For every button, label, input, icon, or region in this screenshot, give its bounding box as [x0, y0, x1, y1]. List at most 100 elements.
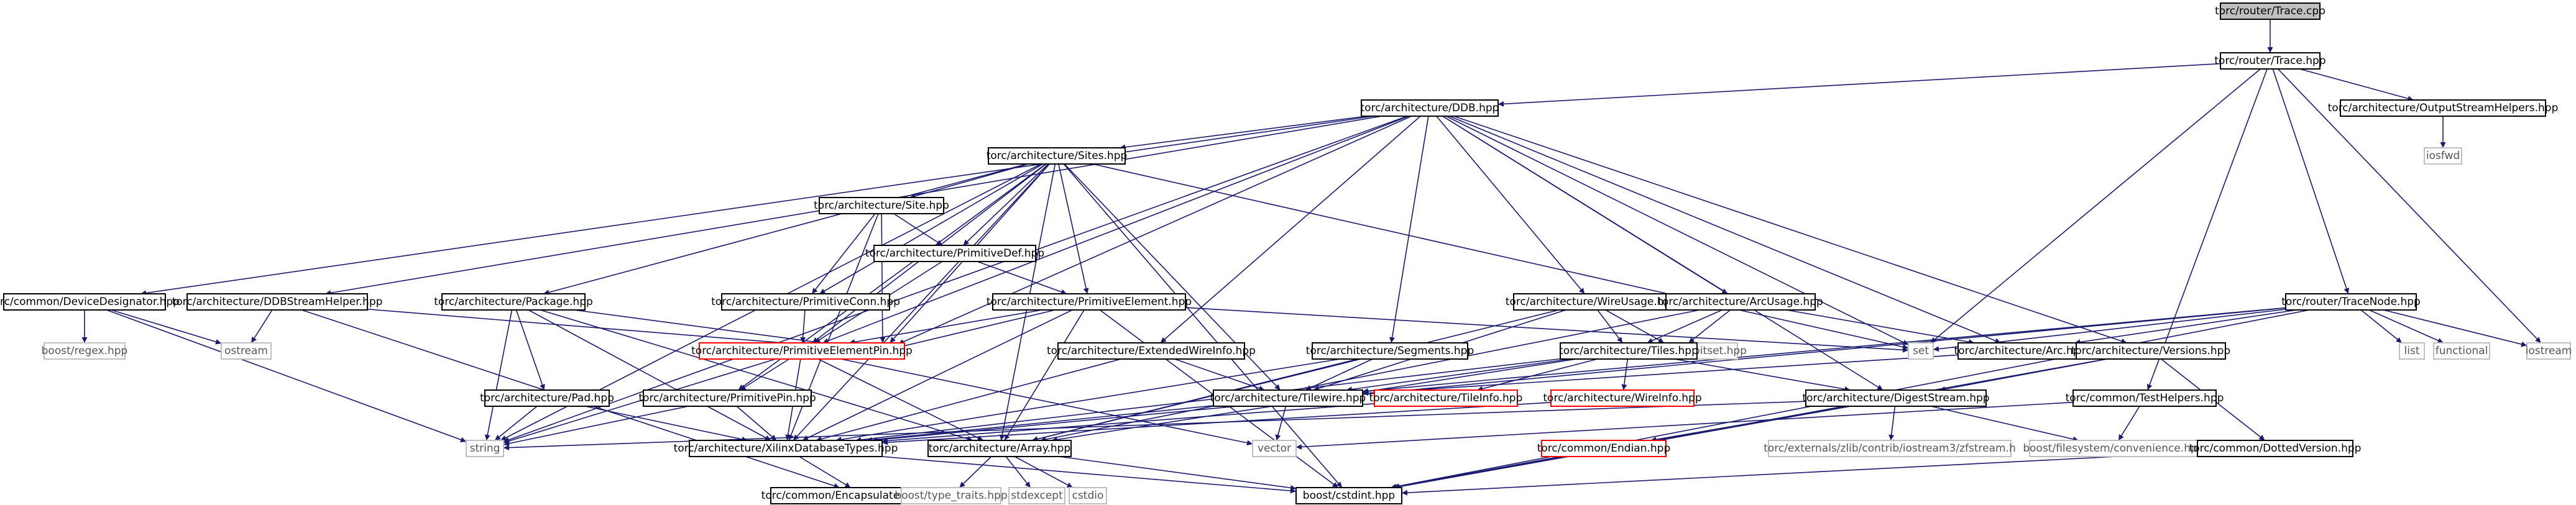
node-box[interactable] — [3, 293, 166, 311]
node-ostream[interactable]: ostream — [221, 342, 272, 360]
node-box[interactable] — [1908, 342, 1934, 360]
node-boost-fs[interactable]: boost/filesystem/convenience.hpp — [2023, 440, 2204, 457]
node-trace-cpp[interactable]: torc/router/Trace.cpp — [2215, 2, 2325, 20]
node-box[interactable] — [466, 440, 504, 457]
node-functional[interactable]: functional — [2433, 342, 2490, 360]
node-box[interactable] — [1252, 440, 1297, 457]
node-box[interactable] — [992, 293, 1186, 311]
node-box[interactable] — [927, 440, 1072, 457]
node-primitive-conn[interactable]: torc/architecture/PrimitiveConn.hpp — [711, 293, 900, 311]
node-box[interactable] — [484, 389, 610, 407]
node-pad[interactable]: torc/architecture/Pad.hpp — [480, 389, 614, 407]
node-box[interactable] — [1805, 389, 1987, 407]
node-box[interactable] — [2424, 147, 2462, 165]
node-box[interactable] — [1560, 342, 1698, 360]
node-boost-cstdint[interactable]: boost/cstdint.hpp — [1295, 487, 1402, 504]
node-boost-type-traits[interactable]: boost/type_traits.hpp — [895, 487, 1008, 504]
node-box[interactable] — [699, 342, 905, 360]
node-xilinx-types[interactable]: torc/architecture/XilinxDatabaseTypes.hp… — [674, 440, 898, 457]
node-set[interactable]: set — [1908, 342, 1934, 360]
node-site[interactable]: torc/architecture/Site.hpp — [814, 197, 949, 214]
node-package[interactable]: torc/architecture/Package.hpp — [434, 293, 593, 311]
node-stdexcept[interactable]: stdexcept — [1008, 487, 1065, 504]
node-box[interactable] — [186, 293, 368, 311]
node-pe-pin[interactable]: torc/architecture/PrimitiveElementPin.hp… — [691, 342, 913, 360]
node-box[interactable] — [441, 293, 586, 311]
node-ext-wire-info[interactable]: torc/architecture/ExtendedWireInfo.hpp — [1047, 342, 1256, 360]
node-primitive-pin[interactable]: torc/architecture/PrimitivePin.hpp — [638, 389, 816, 407]
node-ddb[interactable]: torc/architecture/DDB.hpp — [1361, 99, 1499, 117]
node-box[interactable] — [2399, 342, 2425, 360]
node-box[interactable] — [1513, 293, 1670, 311]
node-box[interactable] — [2197, 440, 2353, 457]
node-tiles[interactable]: torc/architecture/Tiles.hpp — [1559, 342, 1698, 360]
node-box[interactable] — [1374, 389, 1518, 407]
node-box[interactable] — [2433, 342, 2490, 360]
node-box[interactable] — [1213, 389, 1363, 407]
node-box[interactable] — [1550, 389, 1695, 407]
node-box[interactable] — [988, 147, 1126, 165]
node-arc-usage[interactable]: torc/architecture/ArcUsage.hpp — [1658, 293, 1823, 311]
node-primitive-element[interactable]: torc/architecture/PrimitiveElement.hpp — [987, 293, 1192, 311]
node-box[interactable] — [1295, 487, 1402, 504]
node-zfstream[interactable]: torc/externals/zlib/contrib/iostream3/zf… — [1764, 440, 2016, 457]
node-box[interactable] — [721, 293, 890, 311]
node-box[interactable] — [1312, 342, 1468, 360]
node-segments[interactable]: torc/architecture/Segments.hpp — [1306, 342, 1474, 360]
node-iosfwd[interactable]: iosfwd — [2424, 147, 2462, 165]
node-box[interactable] — [643, 389, 812, 407]
node-dotted-version[interactable]: torc/common/DottedVersion.hpp — [2189, 440, 2362, 457]
node-box[interactable] — [1541, 440, 1667, 457]
node-box[interactable] — [2220, 52, 2321, 70]
node-box[interactable] — [1069, 487, 1107, 504]
node-box[interactable] — [1057, 342, 1245, 360]
node-box[interactable] — [2285, 293, 2417, 311]
node-array[interactable]: torc/architecture/Array.hpp — [927, 440, 1072, 457]
node-wire-usage[interactable]: torc/architecture/WireUsage.hpp — [1506, 293, 1677, 311]
node-trace-node[interactable]: torc/router/TraceNode.hpp — [2281, 293, 2421, 311]
node-box[interactable] — [221, 342, 272, 360]
node-cstdio[interactable]: cstdio — [1069, 487, 1107, 504]
node-output-stream[interactable]: torc/architecture/OutputStreamHelpers.hp… — [2328, 99, 2559, 117]
node-box[interactable] — [1361, 99, 1499, 117]
node-sites[interactable]: torc/architecture/Sites.hpp — [987, 147, 1128, 165]
node-test-helpers[interactable]: torc/common/TestHelpers.hpp — [2066, 389, 2224, 407]
node-tile-info[interactable]: torc/architecture/TileInfo.hpp — [1369, 389, 1523, 407]
node-box[interactable] — [901, 487, 1001, 504]
node-ddb-stream[interactable]: torc/architecture/DDBStreamHelper.hpp — [172, 293, 383, 311]
node-arc[interactable]: torc/architecture/Arc.hpp — [1954, 342, 2087, 360]
node-box[interactable] — [819, 197, 944, 214]
node-tilewire[interactable]: torc/architecture/Tilewire.hpp — [1210, 389, 1366, 407]
node-endian[interactable]: torc/common/Endian.hpp — [1537, 440, 1671, 457]
node-box[interactable] — [2340, 99, 2546, 117]
edge-arc_usage-to-tiles — [1647, 309, 1723, 343]
node-box[interactable] — [689, 440, 883, 457]
node-box[interactable] — [1008, 487, 1065, 504]
node-boost-regex[interactable]: boost/regex.hpp — [42, 342, 128, 360]
node-wire-info[interactable]: torc/architecture/WireInfo.hpp — [1543, 389, 1702, 407]
node-box[interactable] — [873, 245, 1036, 262]
edge-ddb-to-device_designator — [140, 116, 1374, 296]
node-box[interactable] — [1768, 440, 2012, 457]
edge-tiles-to-digest_stream — [1674, 358, 1851, 392]
node-versions[interactable]: torc/architecture/Versions.hpp — [2071, 342, 2230, 360]
node-iostream[interactable]: iostream — [2526, 342, 2572, 360]
node-list[interactable]: list — [2399, 342, 2425, 360]
node-label: iosfwd — [2426, 150, 2460, 162]
node-box[interactable] — [2029, 440, 2198, 457]
node-box[interactable] — [2220, 2, 2321, 20]
node-device-designator[interactable]: torc/common/DeviceDesignator.hpp — [0, 293, 180, 311]
node-box[interactable] — [44, 342, 126, 360]
node-digest-stream[interactable]: torc/architecture/DigestStream.hpp — [1802, 389, 1990, 407]
node-box[interactable] — [2526, 342, 2571, 360]
node-box[interactable] — [2076, 342, 2226, 360]
node-box[interactable] — [1957, 342, 2083, 360]
node-primitive-def[interactable]: torc/architecture/PrimitiveDef.hpp — [865, 245, 1044, 262]
node-trace-hpp[interactable]: torc/router/Trace.hpp — [2214, 52, 2326, 70]
node-box[interactable] — [2072, 389, 2217, 407]
node-box[interactable] — [1665, 293, 1816, 311]
node-label: torc/router/Trace.hpp — [2214, 55, 2325, 67]
node-vector[interactable]: vector — [1252, 440, 1297, 457]
node-string[interactable]: string — [466, 440, 504, 457]
edge-site-to-primitive_def — [893, 213, 943, 246]
